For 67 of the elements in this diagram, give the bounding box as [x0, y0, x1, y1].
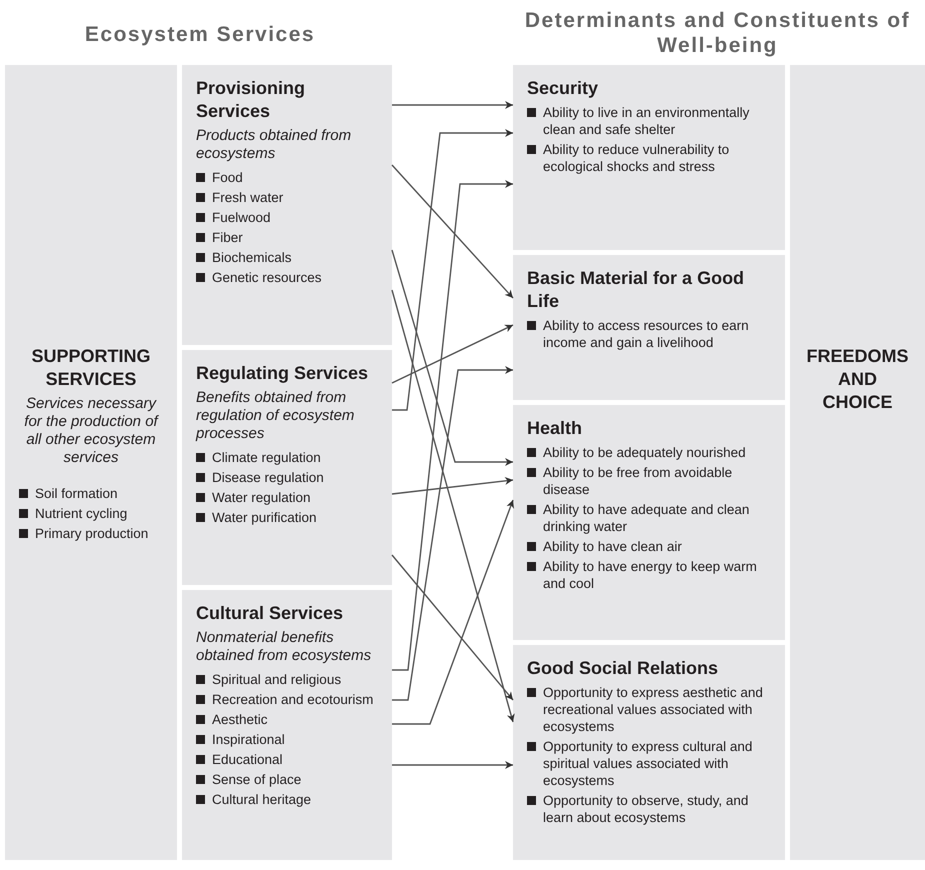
panel-heading: Health: [527, 417, 584, 440]
list-item: Primary production: [19, 525, 163, 542]
arrow: [392, 129, 513, 411]
list-item: Water regulation: [196, 489, 378, 506]
panel-heading: Basic Material for a Good Life: [527, 267, 746, 313]
panel: [182, 350, 392, 585]
list-item: Opportunity to express aesthetic and recreational values associated with ecosystems: [527, 684, 771, 735]
list-item: Fuelwood: [196, 209, 378, 226]
arrow: [392, 500, 514, 725]
arrow: [391, 250, 513, 466]
list-item: Nutrient cycling: [19, 505, 163, 522]
panel: [513, 65, 785, 250]
list-item: Cultural heritage: [196, 791, 378, 808]
arrow: [392, 366, 513, 701]
list-item: Fresh water: [196, 189, 378, 206]
panel-heading: FREEDOMS AND CHOICE: [805, 345, 910, 414]
panel: [5, 65, 177, 860]
list-item: Ability to be adequately nourished: [527, 444, 771, 461]
list-item: Genetic resources: [196, 269, 378, 286]
arrow: [392, 324, 514, 384]
list-item: Inspirational: [196, 731, 378, 748]
list-item: Educational: [196, 751, 378, 768]
list-item: Ability to have adequate and clean drinking water: [527, 501, 771, 535]
panel: [182, 65, 392, 345]
column-heading: Ecosystem Services: [84, 22, 316, 47]
list-item: Sense of place: [196, 771, 378, 788]
description: Services necessary for the production of all other ecosystem services: [23, 395, 160, 467]
panel-heading: SUPPORTING SERVICES: [30, 345, 152, 391]
panel-heading: Cultural Services: [196, 602, 344, 625]
panel-heading: Regulating Services: [196, 362, 370, 385]
arrow: [392, 180, 513, 671]
list-item: Water purification: [196, 509, 378, 526]
list-item: Ability to access resources to earn income and gain a livelihood: [527, 317, 771, 351]
arrow: [391, 290, 515, 722]
list-item: Aesthetic: [196, 711, 378, 728]
list-item: Soil formation: [19, 485, 163, 502]
panel: [182, 590, 392, 860]
panel: [790, 65, 925, 860]
arrow: [392, 761, 513, 769]
list-item: Biochemicals: [196, 249, 378, 266]
panel-heading: Security: [527, 77, 600, 100]
arrow: [392, 101, 513, 109]
description: Benefits obtained from regulation of ecosystem processes: [196, 389, 356, 443]
list-item: Fiber: [196, 229, 378, 246]
list-item: Ability to be free from avoidable disease: [527, 464, 771, 498]
list-item: Spiritual and religious: [196, 671, 378, 688]
column-heading: Determinants and Constituents of Well-being: [524, 8, 912, 58]
list-item: Opportunity to express cultural and spiritual values associated with ecosystems: [527, 738, 771, 789]
list-item: Climate regulation: [196, 449, 378, 466]
arrow: [391, 164, 514, 298]
arrow: [391, 554, 514, 700]
list-item: Recreation and ecotourism: [196, 691, 378, 708]
panel-heading: Good Social Relations: [527, 657, 720, 680]
panel: [513, 405, 785, 640]
description: Products obtained from ecosystems: [196, 127, 352, 163]
list-item: Ability to reduce vulnerability to ecological shocks and stress: [527, 141, 771, 175]
arrow: [392, 476, 514, 495]
panel-heading: Provisioning Services: [196, 77, 306, 123]
list-item: Food: [196, 169, 378, 186]
description: Nonmaterial benefits obtained from ecosystems: [196, 629, 372, 665]
list-item: Opportunity to observe, study, and learn about ecosystems: [527, 792, 771, 826]
list-item: Ability to have energy to keep warm and cool: [527, 558, 771, 592]
list-item: Disease regulation: [196, 469, 378, 486]
list-item: Ability to live in an environmentally clean and safe shelter: [527, 104, 771, 138]
list-item: Ability to have clean air: [527, 538, 771, 555]
panel: [513, 255, 785, 400]
panel: [513, 645, 785, 860]
